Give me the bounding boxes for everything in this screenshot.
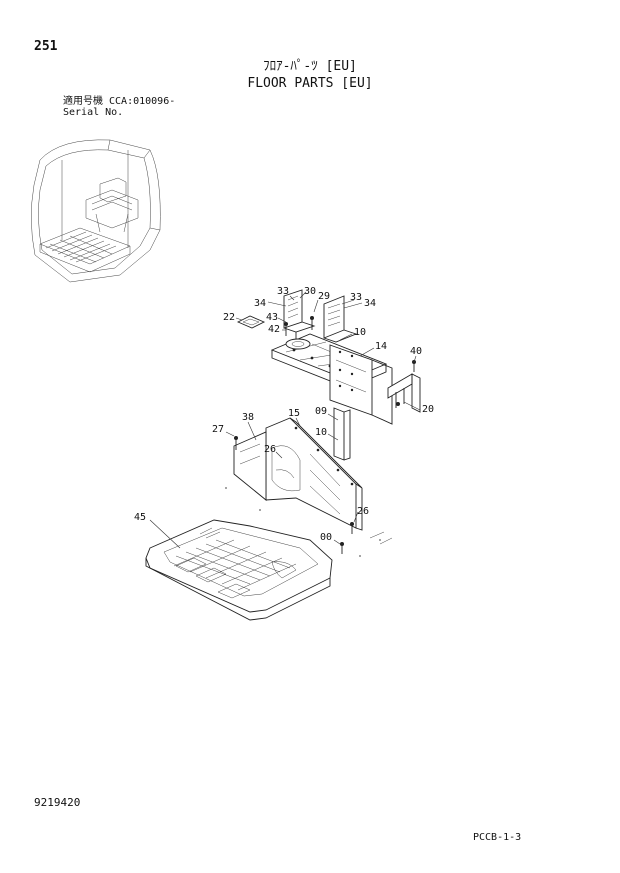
cab-overview-illustration [30,139,161,283]
callout-15: 15 [288,408,300,419]
callout-38: 38 [242,412,254,423]
serial-label-english: Serial No. [63,107,124,118]
page-code: PCCB-1-3 [473,832,522,843]
callout-29: 29 [318,291,330,302]
callout-40: 40 [410,346,422,357]
callout-42: 42 [268,324,280,335]
callout-33: 33 [350,292,362,303]
callout-22: 22 [223,312,235,323]
callout-30: 30 [304,286,316,297]
serial-label-japanese: 適用号機 CCA:010096- [63,96,176,107]
callout-26: 26 [264,444,276,455]
callout-26: 26 [357,506,369,517]
callout-34: 34 [254,298,266,309]
document-number: 9219420 [34,796,81,809]
middle-panel-assembly [233,417,363,554]
page-number: 251 [34,39,58,54]
title-japanese: ﾌﾛｱ-ﾊﾟ-ﾂ [EU] [263,59,357,74]
leader-lines [149,291,421,549]
upper-platform-assembly [236,289,393,461]
callout-33: 33 [277,286,289,297]
callout-34: 34 [364,298,376,309]
callout-20: 20 [422,404,434,415]
callout-14: 14 [375,341,387,352]
floor-mat-45 [145,519,333,621]
callout-labels: 33 30 34 29 33 34 43 22 42 10 14 40 20 3… [134,286,434,543]
callout-27: 27 [212,424,224,435]
callout-00: 00 [320,532,332,543]
callout-09: 09 [315,406,327,417]
callout-10: 10 [315,427,327,438]
side-bracket-40 [387,360,421,413]
title-english: FLOOR PARTS [EU] [247,76,373,91]
callout-10: 10 [354,327,366,338]
callout-43: 43 [266,312,278,323]
background-marks [225,487,393,557]
callout-45: 45 [134,512,146,523]
